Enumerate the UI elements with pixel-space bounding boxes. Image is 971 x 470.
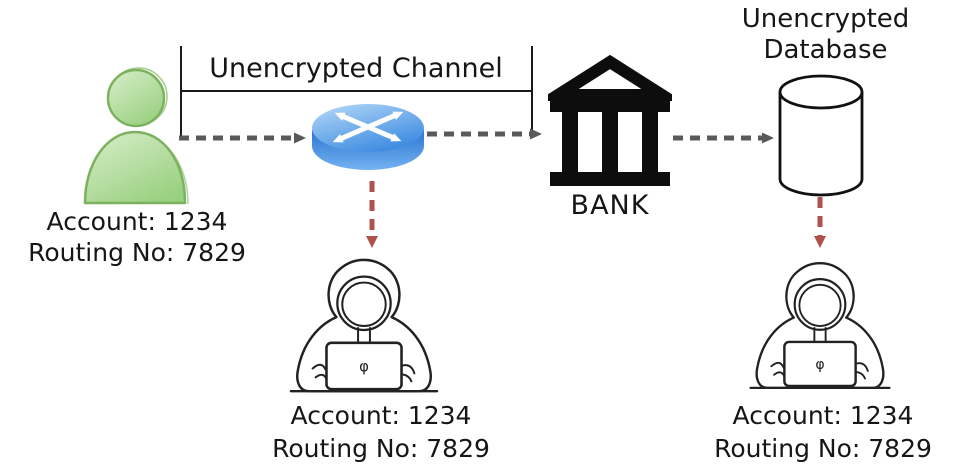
database-attacker-routing-text: Routing No: 7829 xyxy=(714,434,932,463)
channel-attacker-credentials: Account: 1234 Routing No: 7829 xyxy=(255,399,507,465)
channel-bracket-bottom-line xyxy=(180,90,533,92)
bank-label: BANK xyxy=(570,190,650,221)
channel-attacker-routing-text: Routing No: 7829 xyxy=(272,434,490,463)
laptop-logo-glyph: φ xyxy=(815,357,824,373)
hacker-icon: φ xyxy=(749,262,891,390)
arrow-router-to-bank xyxy=(427,128,542,140)
database-attacker-credentials: Account: 1234 Routing No: 7829 xyxy=(692,399,954,465)
hacker-icon: φ xyxy=(289,258,439,393)
channel-bracket-right-line xyxy=(531,46,533,138)
arrow-database-to-hacker xyxy=(814,197,826,248)
laptop-logo-glyph: φ xyxy=(359,358,369,375)
bank-icon xyxy=(548,55,672,186)
database-label: Unencrypted Database xyxy=(741,4,910,65)
database-icon xyxy=(778,74,864,197)
arrow-router-to-hacker xyxy=(366,181,378,248)
channel-label: Unencrypted Channel xyxy=(209,53,503,84)
sender-routing-text: Routing No: 7829 xyxy=(28,238,246,267)
router-icon xyxy=(312,104,424,170)
database-attacker-account-text: Account: 1234 xyxy=(732,401,914,430)
sender-credentials: Account: 1234 Routing No: 7829 xyxy=(3,206,271,268)
channel-attacker-account-text: Account: 1234 xyxy=(290,401,472,430)
channel-bracket-left-line xyxy=(180,46,182,138)
sender-account-text: Account: 1234 xyxy=(46,207,228,236)
arrow-bank-to-database xyxy=(673,132,774,144)
user-icon xyxy=(83,67,189,205)
arrow-user-to-router xyxy=(179,132,306,144)
